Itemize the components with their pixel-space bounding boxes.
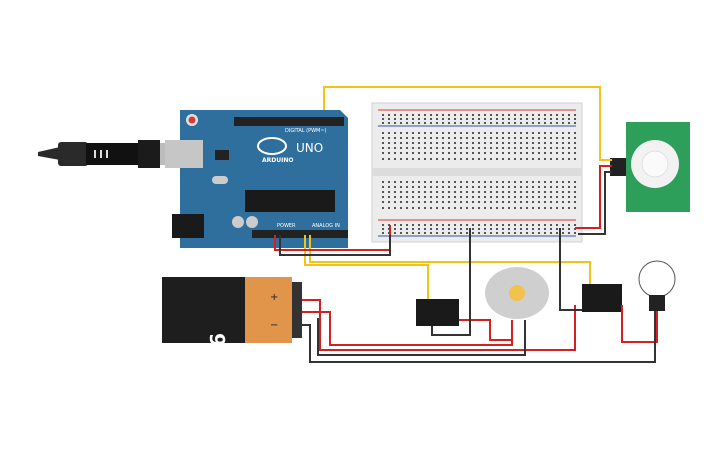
relay-1 — [416, 299, 459, 326]
digital-header-label: DIGITAL (PWM~) — [285, 128, 327, 134]
logo: ARDUINO UNO — [257, 137, 323, 164]
power-header-label: POWER — [277, 223, 296, 229]
capacitor-1 — [232, 216, 244, 228]
battery-label: 9V — [205, 333, 229, 363]
pir-sensor — [610, 122, 690, 212]
model-label: UNO — [296, 141, 323, 155]
dc-motor — [485, 267, 549, 319]
digital-header — [234, 117, 344, 126]
relay-2 — [582, 284, 622, 312]
usb-port — [165, 140, 203, 168]
microcontroller-chip — [245, 190, 335, 212]
light-bulb — [638, 260, 676, 311]
breadboard — [371, 102, 583, 243]
reset-button[interactable] — [188, 116, 196, 124]
usb-cable — [38, 140, 182, 168]
analog-header-label: ANALOG IN — [312, 223, 340, 229]
arduino-board: DIGITAL (PWM~) ARDUINO UNO POWER ANALOG … — [165, 110, 348, 248]
battery-minus: − — [270, 320, 278, 331]
battery-9v: 9V + − — [162, 277, 302, 363]
small-chip — [215, 150, 229, 160]
crystal — [212, 176, 228, 184]
brand-label: ARDUINO — [262, 157, 293, 164]
wires — [274, 86, 658, 363]
power-jack — [172, 214, 204, 238]
power-analog-header — [252, 230, 348, 238]
capacitor-2 — [246, 216, 258, 228]
battery-plus: + — [270, 292, 278, 303]
